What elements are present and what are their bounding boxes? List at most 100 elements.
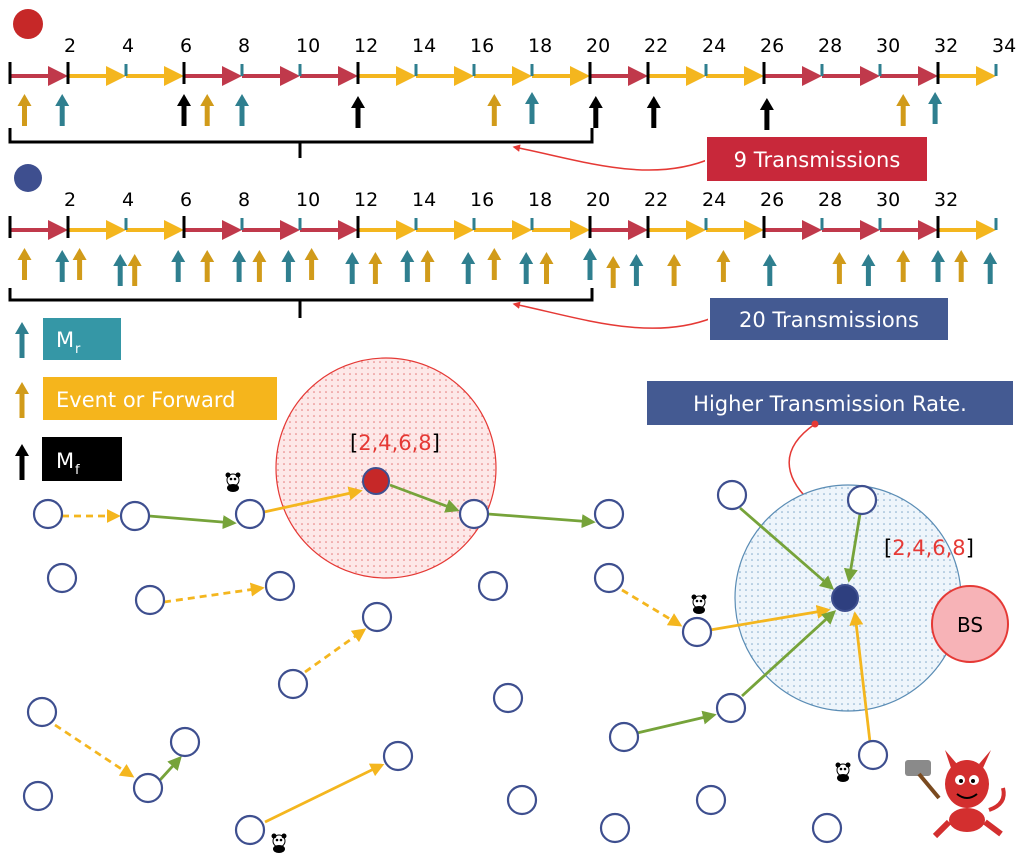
forward-link xyxy=(389,483,460,513)
bs-label: BS xyxy=(957,613,983,637)
timeline-tick-label: 2 xyxy=(64,35,76,57)
sensor-node xyxy=(119,500,151,532)
sensor-node xyxy=(382,740,414,772)
timeline-tick-label: 12 xyxy=(354,189,378,211)
sensor-node xyxy=(593,498,625,530)
timeline-up-arrowhead xyxy=(177,94,191,106)
brace-middle xyxy=(8,288,594,318)
timeline-up-arrowhead xyxy=(252,250,267,262)
timeline-up-arrowhead xyxy=(667,254,682,266)
timeline-up-arrowhead xyxy=(232,250,247,262)
sensor-node xyxy=(32,498,64,530)
timeline-up-arrowhead xyxy=(525,92,539,104)
red-node-icon xyxy=(13,9,43,39)
timeline-tick-label: 16 xyxy=(470,35,494,57)
sensor-node xyxy=(857,739,889,771)
timeline-up-arrowhead xyxy=(171,250,186,262)
sensor-node xyxy=(681,616,713,648)
timeline-tick-label: 34 xyxy=(992,35,1016,57)
sensor-node xyxy=(361,601,393,633)
timeline-up-arrowhead xyxy=(519,252,534,264)
timeline-up-arrowhead xyxy=(629,254,644,266)
timeline-tick-label: 32 xyxy=(934,35,958,57)
timeline-tick-label: 18 xyxy=(528,35,552,57)
sensor-node xyxy=(599,812,631,844)
sensor-node xyxy=(506,784,538,816)
sensor-node xyxy=(132,772,164,804)
timeline-up-arrowhead xyxy=(762,254,777,266)
forward-link xyxy=(739,506,835,590)
timeline-tick-label: 10 xyxy=(296,35,320,57)
forward-link-dashed xyxy=(54,723,135,778)
timeline-tick-label: 4 xyxy=(122,35,134,57)
timeline-tick-label: 22 xyxy=(644,189,668,211)
timeline-tick-label: 6 xyxy=(180,35,192,57)
forward-link-dashed xyxy=(621,588,683,627)
timeline-up-arrowhead xyxy=(931,250,945,262)
timeline-tick-label: 2 xyxy=(64,189,76,211)
sensor-node xyxy=(134,584,166,616)
panda-icon xyxy=(835,762,851,782)
red-sensor-node xyxy=(362,467,390,495)
timeline-up-arrowhead xyxy=(72,248,87,260)
timeline-up-arrowhead xyxy=(539,252,554,264)
timeline-tick-label: 16 xyxy=(470,189,494,211)
sensor-node xyxy=(46,562,78,594)
sensor-node xyxy=(169,726,201,758)
timeline-up-arrowhead xyxy=(55,250,70,262)
timeline-up-arrowhead xyxy=(127,254,142,266)
legend: M r Event or Forward M f xyxy=(15,316,279,481)
forward-link xyxy=(263,486,363,514)
timeline-up-arrowhead xyxy=(487,248,502,260)
sensor-node xyxy=(22,780,54,812)
timeline-up-arrowhead xyxy=(954,250,969,262)
timeline-up-arrowhead xyxy=(351,96,365,108)
sensor-node xyxy=(608,721,640,753)
forward-link xyxy=(741,610,837,698)
sensor-node xyxy=(492,682,524,714)
legend-mr-sub: r xyxy=(75,342,81,357)
timeline-up-arrowhead xyxy=(983,252,998,264)
timeline-tick-label: 24 xyxy=(702,35,726,57)
callout-top-text: 9 Transmissions xyxy=(734,148,901,172)
timeline-up-arrowhead xyxy=(896,250,911,262)
timeline-up-arrowhead xyxy=(304,248,319,260)
forward-link xyxy=(636,710,717,735)
sink-node xyxy=(831,584,859,612)
timeline-up-arrowhead xyxy=(368,252,383,264)
forward-link xyxy=(264,763,385,824)
timeline-up-arrowhead xyxy=(646,96,661,108)
timeline-tick-label: 4 xyxy=(122,189,134,211)
timeline-up-arrowhead xyxy=(235,94,249,106)
timeline-tick-label: 30 xyxy=(876,35,900,57)
callout-9-transmissions: 9 Transmissions xyxy=(512,135,929,183)
forward-link xyxy=(148,514,237,530)
timeline-up-arrowhead xyxy=(200,94,215,106)
sensor-node xyxy=(593,562,625,594)
timeline-tick-label: 8 xyxy=(238,189,250,211)
sensor-node xyxy=(715,692,747,724)
timeline-up-arrowhead xyxy=(583,248,597,260)
timeline-tick-label: 10 xyxy=(296,189,320,211)
timeline-up-arrowhead xyxy=(200,250,215,262)
timeline-tick-label: 24 xyxy=(702,189,726,211)
sensor-node xyxy=(234,814,266,846)
left-range-label: [2,4,6,8] xyxy=(350,431,440,455)
network-nodes xyxy=(22,479,889,846)
sensor-node xyxy=(277,668,309,700)
sensor-node xyxy=(458,498,490,530)
sensor-node xyxy=(264,570,296,602)
callout-20-transmissions: 20 Transmissions xyxy=(512,296,950,342)
timeline-tick-label: 14 xyxy=(412,189,436,211)
sensor-node xyxy=(26,696,58,728)
timeline-up-arrowhead xyxy=(606,256,621,268)
timeline-up-arrowhead xyxy=(928,92,943,104)
timeline-tick-label: 14 xyxy=(412,35,436,57)
timeline-up-arrowhead xyxy=(55,94,70,106)
sensor-node xyxy=(477,570,509,602)
legend-mf: M f xyxy=(15,437,122,481)
callout-rate-text: Higher Transmission Rate. xyxy=(693,392,967,416)
timeline-up-arrowhead xyxy=(461,252,476,264)
